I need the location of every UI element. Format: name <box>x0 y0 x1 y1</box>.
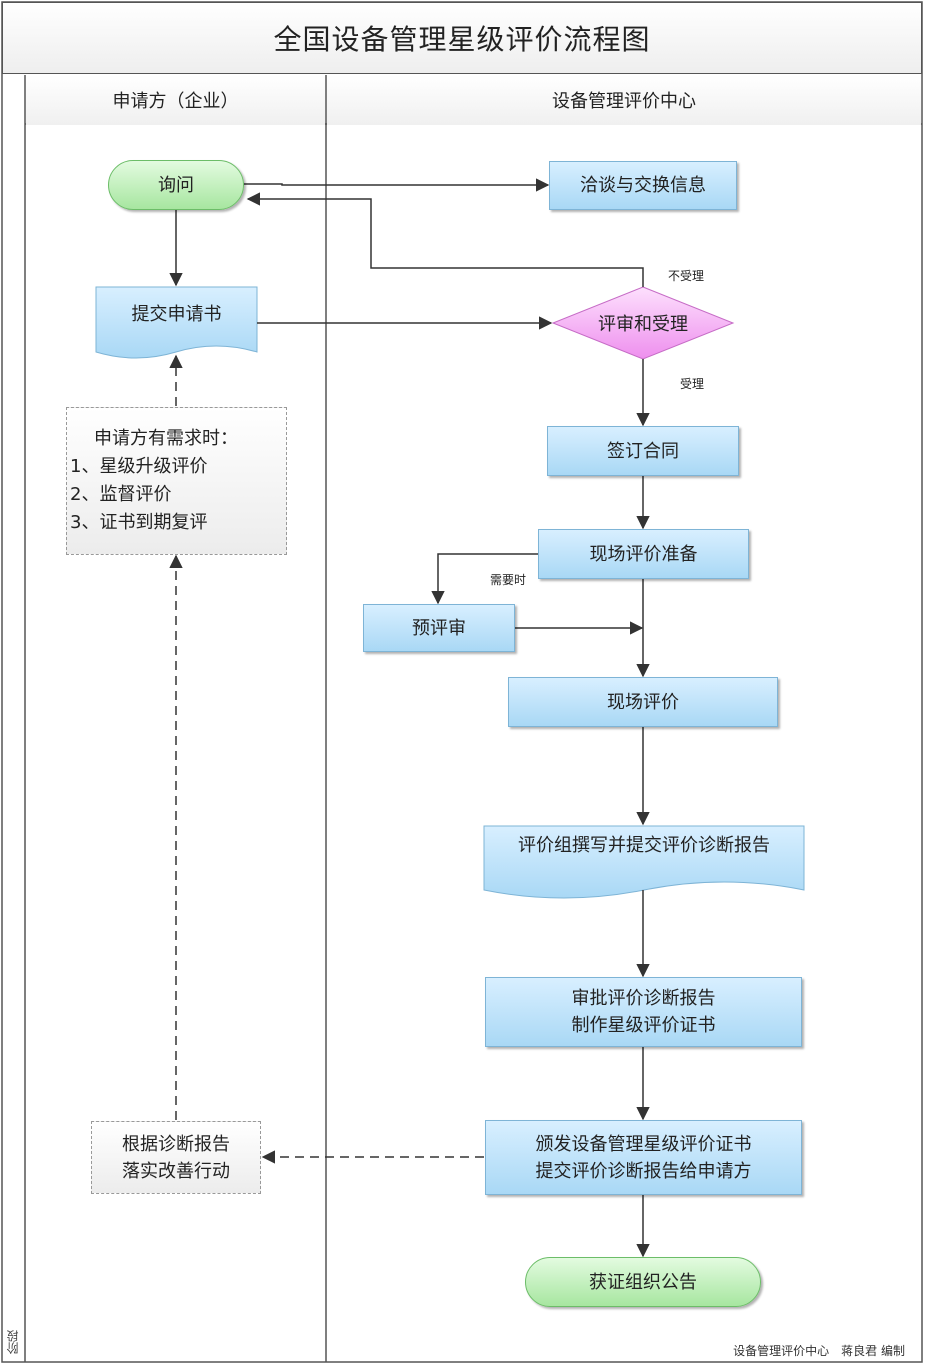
arrow-reject-to-inquiry <box>246 192 644 287</box>
arrow-prep-to-prereview <box>431 553 538 605</box>
approve-line-2: 制作星级评价证书 <box>571 1015 716 1036</box>
footer-credit: 设备管理评价中心 蒋良君 编制 <box>733 1344 905 1358</box>
note-item-2: 2、监督评价 <box>70 484 172 505</box>
node-approve: 审批评价诊断报告 制作星级评价证书 <box>485 977 802 1047</box>
note-applicant-needs <box>66 407 287 555</box>
write-report-doc-shape <box>483 825 805 899</box>
node-onsite-prep: 现场评价准备 <box>538 529 749 579</box>
node-improve-action: 根据诊断报告 落实改善行动 <box>91 1121 261 1194</box>
lane-header-applicant: 申请方（企业） <box>26 75 325 125</box>
node-onsite-eval: 现场评价 <box>508 677 778 727</box>
approve-line-1: 审批评价诊断报告 <box>571 988 716 1009</box>
node-issue: 颁发设备管理星级评价证书 提交评价诊断报告给申请方 <box>485 1120 802 1195</box>
improve-line-2: 落实改善行动 <box>122 1160 230 1182</box>
node-get-cert: 获证组织公告 <box>525 1257 761 1307</box>
edge-label-rejected: 不受理 <box>668 269 705 283</box>
node-review: 评审和受理 <box>598 314 688 335</box>
node-sign-contract: 签订合同 <box>547 426 739 476</box>
submit-application-doc-shape <box>95 286 258 359</box>
node-submit-application: 提交申请书 <box>131 304 222 325</box>
node-negotiate: 洽谈与交换信息 <box>549 161 737 210</box>
edge-label-accepted: 受理 <box>680 377 705 391</box>
note-heading: 申请方有需求时： <box>94 428 238 449</box>
issue-line-2: 提交评价诊断报告给申请方 <box>535 1160 752 1182</box>
issue-line-1: 颁发设备管理星级评价证书 <box>535 1133 752 1155</box>
phase-label: 阶段 <box>6 1330 20 1354</box>
note-item-3: 3、证书到期复评 <box>70 512 208 533</box>
arrow-inquiry-to-negotiate <box>244 178 550 192</box>
improve-line-1: 根据诊断报告 <box>122 1133 230 1155</box>
note-item-1: 1、星级升级评价 <box>70 456 208 477</box>
diagram-title: 全国设备管理星级评价流程图 <box>2 2 922 74</box>
lane-header-center: 设备管理评价中心 <box>327 75 921 125</box>
edge-label-when-needed: 需要时 <box>490 573 527 587</box>
node-pre-review: 预评审 <box>363 604 515 652</box>
node-write-report: 评价组撰写并提交评价诊断报告 <box>518 835 770 856</box>
node-inquiry: 询问 <box>108 160 244 210</box>
